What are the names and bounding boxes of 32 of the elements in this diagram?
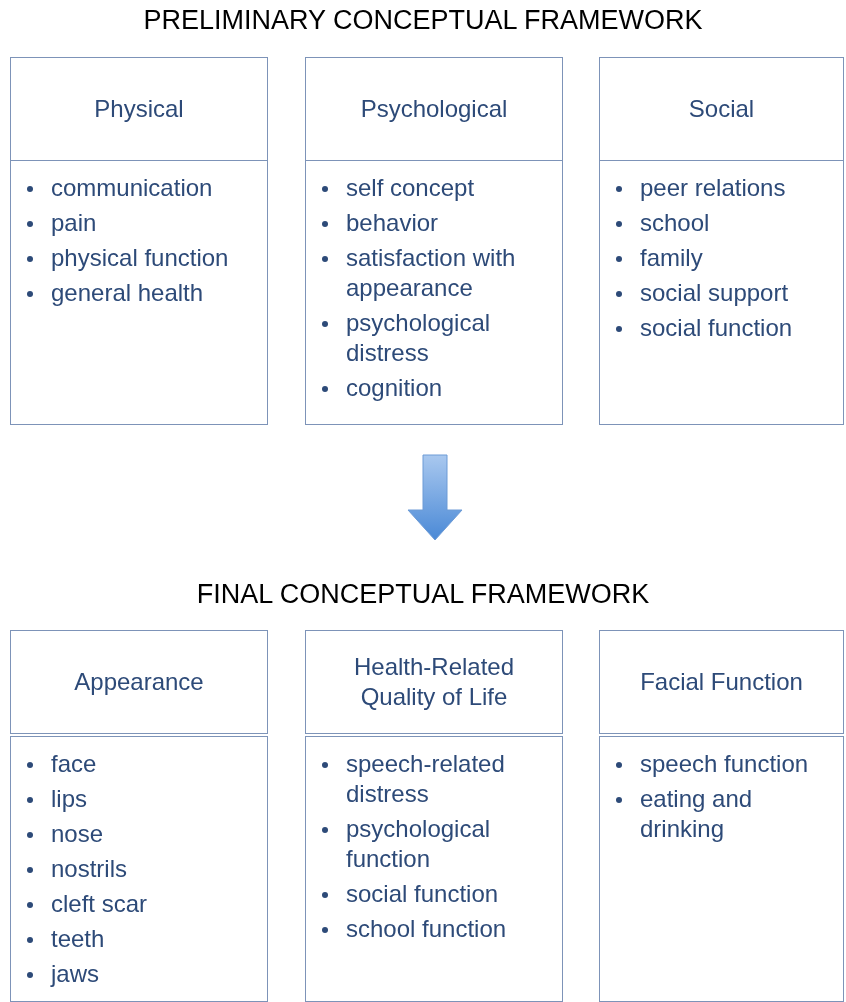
list-item: pain xyxy=(51,208,97,238)
list-item: nose xyxy=(51,819,104,849)
list-item: cognition xyxy=(346,373,443,403)
list-item: face xyxy=(51,749,97,779)
list-item: teeth xyxy=(51,924,105,954)
list-item: lips xyxy=(51,784,87,814)
list-item: general health xyxy=(51,278,204,308)
framework-heading: FINAL CONCEPTUAL FRAMEWORK xyxy=(196,578,650,611)
list-item: cleft scar xyxy=(51,889,148,919)
header-box: Physical xyxy=(10,57,268,161)
header-box: Facial Function xyxy=(599,630,844,734)
framework-heading: PRELIMINARY CONCEPTUAL FRAMEWORK xyxy=(143,4,703,37)
header-box: Social xyxy=(599,57,844,161)
list-item: social function xyxy=(346,879,499,909)
header-box: Health-Related Quality of Life xyxy=(305,630,563,734)
list-item: jaws xyxy=(51,959,99,989)
list-item: eating and drinking xyxy=(640,784,754,844)
header-box: Appearance xyxy=(10,630,268,734)
list-item: speech function xyxy=(640,749,809,779)
list-item: self concept xyxy=(346,173,475,203)
list-item: social support xyxy=(640,278,789,308)
list-item: school function xyxy=(346,914,507,944)
list-item: family xyxy=(640,243,703,273)
list-item: social function xyxy=(640,313,793,343)
list-item: communication xyxy=(51,173,213,203)
list-item: peer relations xyxy=(640,173,786,203)
list-item: nostrils xyxy=(51,854,128,884)
header-box: Psychological xyxy=(305,57,563,161)
list-item: school xyxy=(640,208,710,238)
list-item: behavior xyxy=(346,208,439,238)
list-item: physical function xyxy=(51,243,229,273)
block-arrow xyxy=(407,454,463,541)
